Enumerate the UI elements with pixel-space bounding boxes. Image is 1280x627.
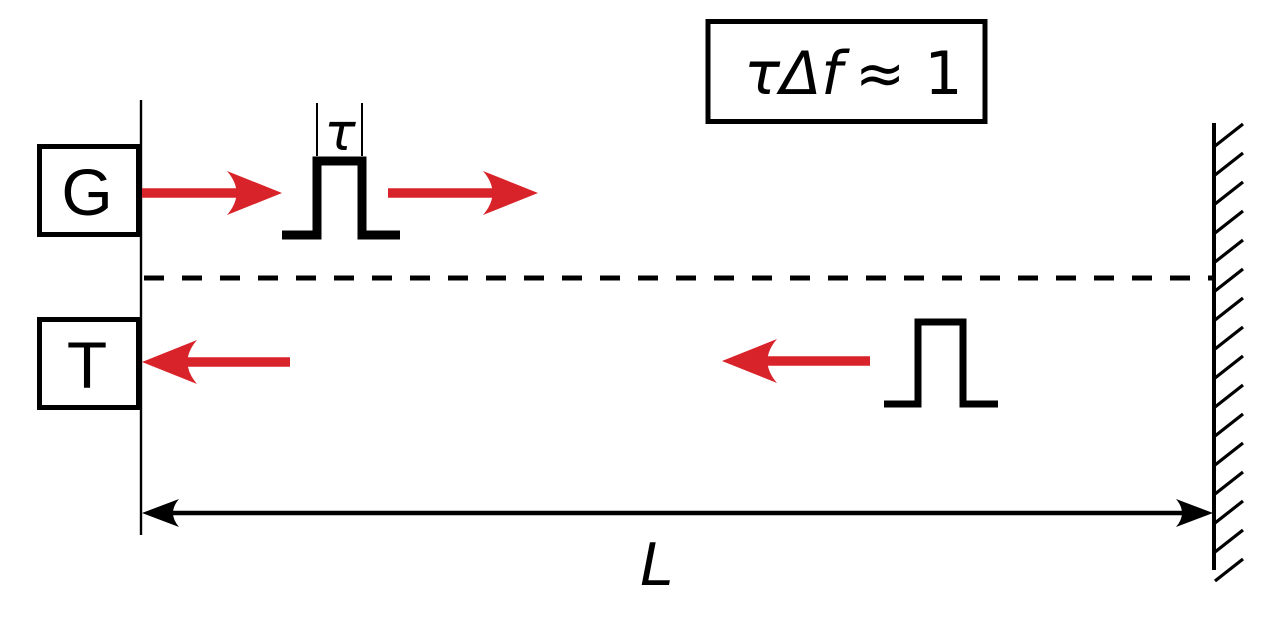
formula-rhs: ≈ 1 (855, 39, 963, 109)
transducer-label: T (67, 328, 107, 402)
returning-arrow-near-wall (722, 339, 870, 383)
pulse-width-label: τ (324, 103, 356, 163)
outgoing-arrow-2 (388, 171, 538, 215)
length-label: L (640, 530, 674, 599)
outgoing-pulse-waveform (282, 156, 400, 240)
generator-box: G (37, 144, 141, 237)
transducer-box: T (37, 317, 141, 410)
returning-pulse-waveform (884, 318, 998, 408)
wall-hatching (1214, 122, 1244, 583)
formula-box: τΔf ≈ 1 (705, 19, 988, 124)
formula-lhs: τΔf (744, 39, 850, 109)
outgoing-arrow-1 (142, 171, 282, 215)
length-dimension-arrow (142, 499, 1213, 527)
generator-label: G (61, 155, 112, 229)
returning-arrow-near-transducer (142, 340, 290, 384)
